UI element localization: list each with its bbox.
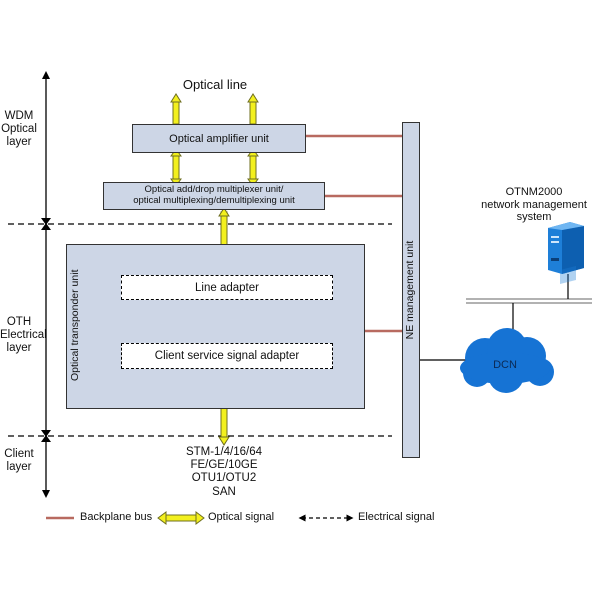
oadm-unit: Optical add/drop multiplexer unit/ optic…	[103, 182, 325, 210]
oadm-unit-label-line2: optical multiplexing/demultiplexing unit	[133, 195, 295, 206]
ne-management-unit	[402, 122, 420, 458]
legend-optical-swatch	[157, 511, 205, 525]
dcn-cloud-icon	[460, 328, 554, 393]
management-network-bus	[466, 298, 592, 304]
client-service-signal-adapter-label: Client service signal adapter	[154, 350, 300, 362]
legend-backplane-label: Backplane bus	[80, 511, 153, 523]
line-adapter: Line adapter	[121, 275, 333, 300]
legend-optical-label: Optical signal	[208, 511, 275, 523]
ne-management-unit-label: NE management unit	[404, 240, 416, 340]
backplane-bus-lines	[306, 134, 402, 333]
optical-line-label: Optical line	[182, 77, 248, 92]
line-adapter-label: Line adapter	[195, 281, 259, 294]
optical-amplifier-unit-label: Optical amplifier unit	[169, 132, 269, 145]
optical-amplifier-unit: Optical amplifier unit	[132, 124, 306, 153]
client-service-signal-adapter: Client service signal adapter	[121, 343, 333, 369]
server-icon	[548, 222, 584, 284]
optical-transponder-unit	[66, 244, 365, 409]
dcn-label: DCN	[493, 359, 517, 371]
client-signal-list: STM-1/4/16/64 FE/GE/10GE OTU1/OTU2 SAN	[185, 446, 263, 498]
optical-transponder-unit-label: Optical transponder unit	[69, 269, 81, 381]
oadm-unit-label-line1: Optical add/drop multiplexer unit/	[144, 184, 284, 196]
legend-electrical-label: Electrical signal	[358, 511, 435, 523]
